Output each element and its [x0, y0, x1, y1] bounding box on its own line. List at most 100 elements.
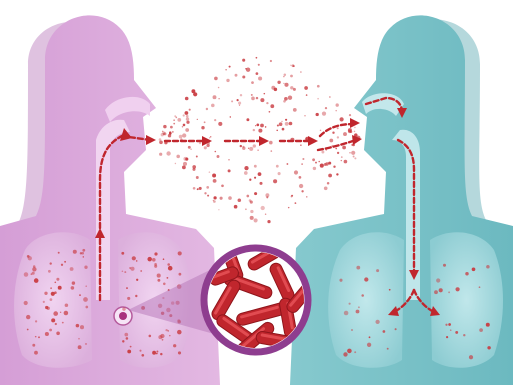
arrowhead: [146, 135, 156, 145]
droplet: [170, 126, 173, 129]
lung-particle: [154, 263, 157, 266]
lung-particle: [364, 277, 368, 281]
lung-particle: [339, 279, 342, 282]
lung-particle: [32, 344, 35, 347]
droplet: [284, 83, 288, 87]
droplet: [322, 111, 326, 115]
droplet: [242, 59, 245, 62]
droplet: [229, 66, 231, 68]
lung-particle: [367, 343, 371, 347]
droplet: [239, 105, 240, 106]
lung-particle: [85, 306, 88, 309]
droplet: [270, 104, 274, 108]
lung-particle: [486, 323, 490, 327]
droplet: [327, 182, 330, 185]
droplet: [337, 136, 339, 138]
droplet: [315, 162, 317, 164]
lung-particle: [121, 252, 124, 255]
droplet: [182, 126, 184, 128]
lung-particle: [126, 337, 129, 340]
droplet: [234, 205, 238, 209]
droplet: [197, 119, 198, 120]
lung-particle: [71, 286, 75, 290]
lung-particle: [356, 310, 360, 314]
droplet: [235, 74, 238, 77]
lung-particle: [434, 290, 438, 294]
droplet: [231, 100, 233, 102]
lung-particle: [78, 345, 82, 349]
lung-particle: [56, 331, 60, 335]
droplet: [228, 196, 232, 200]
droplet: [329, 139, 333, 143]
droplet: [337, 152, 339, 154]
droplet: [261, 206, 265, 210]
droplet: [317, 85, 320, 88]
droplet: [182, 166, 186, 170]
lung-particle: [126, 287, 128, 289]
lung-particle: [135, 295, 137, 297]
droplet: [249, 147, 253, 151]
lung-particle: [156, 351, 158, 353]
lung-particle: [166, 277, 168, 279]
droplet: [253, 129, 255, 131]
lung-particle: [347, 349, 352, 354]
droplet: [295, 202, 297, 204]
lung-particle: [354, 351, 356, 353]
droplet: [336, 103, 339, 106]
lung-particle: [64, 261, 66, 263]
droplet: [265, 213, 266, 214]
droplet: [254, 192, 257, 195]
lung-particle: [376, 269, 379, 272]
droplet: [257, 149, 259, 151]
droplet: [344, 160, 348, 164]
droplet: [230, 116, 231, 117]
lung-particle: [70, 267, 74, 271]
droplet: [273, 179, 277, 183]
lung-particle: [163, 283, 166, 286]
droplet: [306, 196, 307, 197]
droplet: [221, 184, 224, 187]
lung-particle: [27, 329, 29, 331]
lung-particle: [343, 352, 347, 356]
lung-particle: [169, 335, 171, 337]
lung-particle: [486, 265, 490, 269]
lung-particle: [369, 336, 371, 338]
droplet: [250, 216, 254, 220]
lung-particle: [165, 329, 167, 331]
droplet: [274, 88, 277, 91]
droplet: [258, 64, 260, 66]
droplet: [182, 133, 186, 137]
droplet: [204, 192, 206, 194]
droplet: [351, 151, 355, 155]
lung-particle: [51, 318, 55, 322]
lung-particle: [472, 267, 476, 271]
lung-particle: [79, 294, 81, 296]
droplet: [267, 220, 270, 223]
droplet: [258, 129, 262, 133]
lung-particle: [54, 291, 57, 294]
droplet: [218, 122, 222, 126]
lung-particle: [24, 301, 28, 305]
droplet: [289, 122, 293, 126]
droplet: [163, 125, 166, 128]
droplet: [213, 196, 216, 199]
droplet: [288, 207, 289, 208]
droplet: [324, 186, 328, 190]
lung-particle: [445, 324, 447, 326]
droplet: [209, 137, 210, 138]
lung-particle: [32, 272, 35, 275]
droplet: [228, 159, 230, 161]
lung-particle: [58, 252, 60, 254]
droplet: [172, 131, 174, 133]
droplet: [240, 145, 242, 147]
droplet: [333, 165, 335, 167]
lung-particle: [448, 323, 451, 326]
droplet: [206, 186, 209, 189]
lung-particle: [76, 324, 80, 328]
droplet: [213, 95, 217, 99]
droplet: [251, 94, 253, 96]
lung-particle: [60, 312, 61, 313]
lung-particle: [85, 343, 86, 344]
droplet: [329, 96, 330, 97]
droplet: [246, 195, 249, 198]
